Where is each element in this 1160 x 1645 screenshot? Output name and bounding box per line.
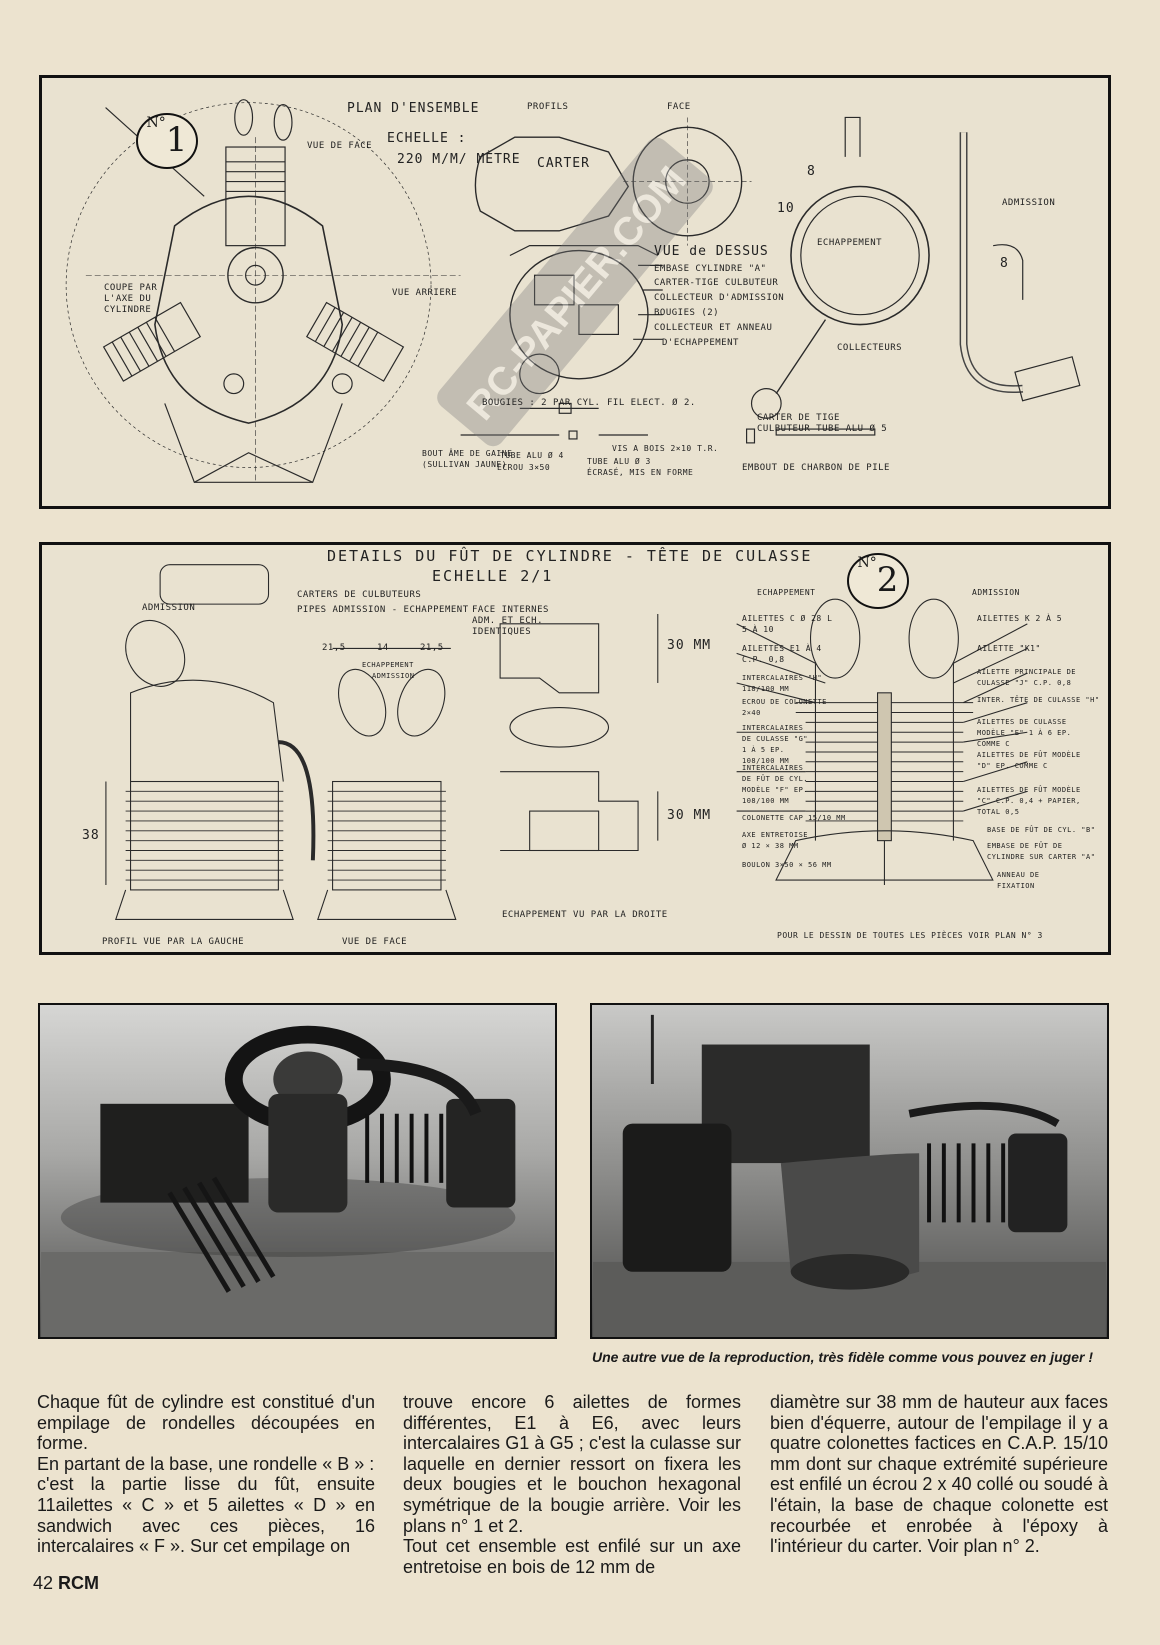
p2-label-intercalaires-f: INTERCALAIRES DE FÛT DE CYL. MODÈLE "F" … (742, 764, 809, 805)
p2-label-echappement-small: ECHAPPEMENT (362, 661, 414, 669)
label-ecrase: ÉCRASÉ, MIS EN FORME (587, 468, 694, 477)
label-echappement: ECHAPPEMENT (817, 238, 883, 248)
p2-label-ailettes-fut-d: AILETTES DE FÛT MODÈLE "D" EP. COMME C (977, 751, 1081, 770)
label-collecteur-admission: COLLECTEUR d'ADMISSION (654, 293, 785, 303)
text-column-3: diamètre sur 38 mm de hauteur aux faces … (770, 1392, 1108, 1557)
p2-dim-21-5-left: 21,5 (322, 643, 346, 653)
engine-photo-left-image (41, 1025, 554, 1337)
p2-header-echappement: ECHAPPEMENT (757, 588, 816, 597)
p2-label-boulon: BOULON 3×50 × 56 mm (742, 861, 832, 869)
engine-photo-right (590, 1003, 1109, 1339)
plan2-linework (105, 564, 1028, 921)
p2-label-ailettes-culasse: AILETTES DE CULASSE MODÈLE "E" 1 à 6 EP.… (977, 718, 1072, 748)
p2-label-ecrou-colonette: ECROU DE COLONETTE 2×40 (742, 698, 827, 717)
label-bougies-par-cyl: BOUGIES : 2 PAR CYL. (482, 398, 601, 408)
label-vue-dessus: VUE de DESSUS (654, 244, 769, 259)
label-fil-elect: FIL ELECT. Ø 2. (607, 398, 696, 408)
plan-ensemble-drawing: RC-PAPIER.COM N°1 PLAN D'ENSEMBLE ECHELL… (39, 75, 1111, 509)
p2-label-anneau: ANNEAU DE FIXATION (997, 871, 1040, 890)
p2-label-admission: ADMISSION (142, 603, 196, 613)
page-footer: 42 RCM (33, 1573, 99, 1594)
p2-dim-30-top: 30 mm (667, 638, 712, 653)
paragraph: c'est la partie lisse du fût, ensuite 11… (37, 1474, 375, 1557)
label-tube-alu-4: TUBE ALU Ø 4 (500, 451, 564, 460)
label-carter-tige-tube: CARTER DE TIGE CULBUTEUR TUBE ALU Ø 5 (757, 413, 888, 434)
magazine-name: RCM (58, 1573, 100, 1593)
label-tube-alu-3: TUBE ALU Ø 3 (587, 457, 651, 466)
p2-label-ailette-j: AILETTE PRINCIPALE DE CULASSE "J" C.P. 0… (977, 668, 1077, 687)
photo-caption: Une autre vue de la reproduction, très f… (592, 1349, 1094, 1365)
dim-8-right: 8 (1000, 256, 1009, 271)
label-collecteur-anneau: COLLECTEUR et ANNEAU (654, 323, 773, 333)
p2-label-ailettes-k: AILETTES K 2 à 5 (977, 614, 1063, 623)
p2-label-intercalaires-g: INTERCALAIRES DE CULASSE "G" 1 à 5 EP. 1… (742, 724, 809, 765)
plan2-scale: ECHELLE 2/1 (432, 567, 554, 585)
label-coupe: COUPE PAR L'AXE DU CYLINDRE (104, 283, 158, 315)
label-embout: EMBOUT DE CHARBON DE PILE (742, 463, 890, 473)
plan-number-badge: N°1 (136, 113, 198, 169)
p2-header-admission: ADMISSION (972, 588, 1020, 597)
p2-label-vue-de-face: VUE DE FACE (342, 937, 408, 947)
text-column-2: trouve encore 6 ailettes de formes diffé… (403, 1392, 741, 1577)
dim-10: 10 (777, 201, 795, 216)
p2-dim-14: 14 (377, 643, 389, 653)
p2-label-ailette-k1: AILETTE "K1" (977, 644, 1041, 653)
paragraph: Tout cet ensemble est enfilé sur un axe … (403, 1536, 741, 1577)
p2-label-intercalaires-h: INTERCALAIRES "H" 118/100 mm (742, 674, 823, 693)
paragraph: Chaque fût de cylindre est constitué d'u… (37, 1392, 375, 1454)
paragraph: En partant de la base, une rondelle « B … (37, 1453, 375, 1474)
p2-label-colonette: COLONETTE CAP 15/10 mm (742, 814, 846, 822)
p2-label-pipes: PIPES ADMISSION - ECHAPPEMENT (297, 605, 469, 615)
p2-label-profil-gauche: PROFIL VUE PAR LA GAUCHE (102, 937, 245, 947)
label-carter-tige: CARTER-TIGE CULBUTEUR (654, 278, 779, 288)
plan2-number: 2 (876, 560, 899, 600)
p2-label-base-fut: BASE de FÛT de CYL. "B" (987, 826, 1096, 834)
label-embase: EMBASE CYLINDRE "A" (654, 264, 767, 274)
plan2-number-prefix: N° (857, 555, 877, 571)
engine-photo-left (38, 1003, 557, 1339)
p2-label-inter-tete: INTER. TÊTE DE CULASSE "H" (977, 696, 1100, 704)
plan1-linework (65, 99, 1081, 483)
p2-label-embase-fut: EMBASE DE FÛT DE CYLINDRE SUR CARTER "A" (987, 842, 1096, 861)
paragraph: diamètre sur 38 mm de hauteur aux faces … (770, 1392, 1108, 1557)
p2-label-admission-small: ADMISSION (372, 672, 415, 680)
p2-label-carters-culbuteurs: CARTERS de CULBUTEURS (297, 590, 422, 600)
label-echappement-anneau: d'ECHAPPEMENT (662, 338, 739, 348)
label-ecrou: ECROU 3×50 (497, 463, 551, 472)
plan2-title: DETAILS du FÛT de CYLINDRE - TÊTE DE CUL… (327, 547, 813, 565)
plan-scale-label: ECHELLE : (387, 131, 467, 146)
plan-number: 1 (165, 120, 188, 160)
paragraph: trouve encore 6 ailettes de formes diffé… (403, 1392, 741, 1536)
page-number: 42 (33, 1573, 54, 1593)
p2-label-ailettes-c: AILETTES C Ø 28 L 5 à 10 (742, 614, 833, 634)
p2-dim-38: 38 (82, 828, 100, 843)
label-face: FACE (667, 102, 691, 112)
plan-number-prefix: N° (146, 115, 166, 131)
label-carter: CARTER (537, 156, 590, 171)
label-bout-ame: BOUT ÂME DE GAINE (SULLIVAN JAUNE) (422, 449, 513, 469)
label-vue-de-face: VUE DE FACE (307, 141, 373, 151)
p2-label-pour-dessin: POUR LE DESSIN DE TOUTES LES PIÈCES VOIR… (777, 931, 1043, 940)
p2-dim-21-5-right: 21,5 (420, 643, 444, 653)
p2-label-axe: AXE ENTRETOISE Ø 12 × 38 mm (742, 831, 809, 850)
details-fut-cylindre-drawing: DETAILS du FÛT de CYLINDRE - TÊTE DE CUL… (39, 542, 1111, 955)
p2-dim-30-bottom: 30 mm (667, 808, 712, 823)
label-vue-arriere: VUE ARRIERE (392, 288, 458, 298)
p2-label-ailettes-fut-c: AILETTES DE FÛT MODÈLE "C" C.P. 0,4 + PA… (977, 786, 1081, 816)
p2-label-echappement-droite: ECHAPPEMENT VU PAR LA DROITE (502, 910, 668, 920)
p2-label-face-internes: FACE INTERNES ADM. et ECH. IDENTIQUES (472, 605, 549, 637)
label-vis-bois: VIS A BOIS 2×10 T.R. (612, 444, 719, 453)
plan2-number-badge: N°2 (847, 553, 909, 609)
label-profils: PROFILS (527, 102, 569, 112)
text-column-1: Chaque fût de cylindre est constitué d'u… (37, 1392, 375, 1557)
dim-8-top: 8 (807, 164, 816, 179)
engine-photo-right-image (593, 1014, 1106, 1337)
plan-title: PLAN D'ENSEMBLE (347, 101, 480, 116)
label-bougies: BOUGIES (2) (654, 308, 720, 318)
label-admission: ADMISSION (1002, 198, 1056, 208)
label-collecteurs: COLLECTEURS (837, 343, 903, 353)
plan-scale-value: 220 m/m/ mètre (397, 152, 521, 167)
p2-label-ailettes-e: AILETTES E1 à 4 C.P. 0,8 (742, 644, 822, 664)
